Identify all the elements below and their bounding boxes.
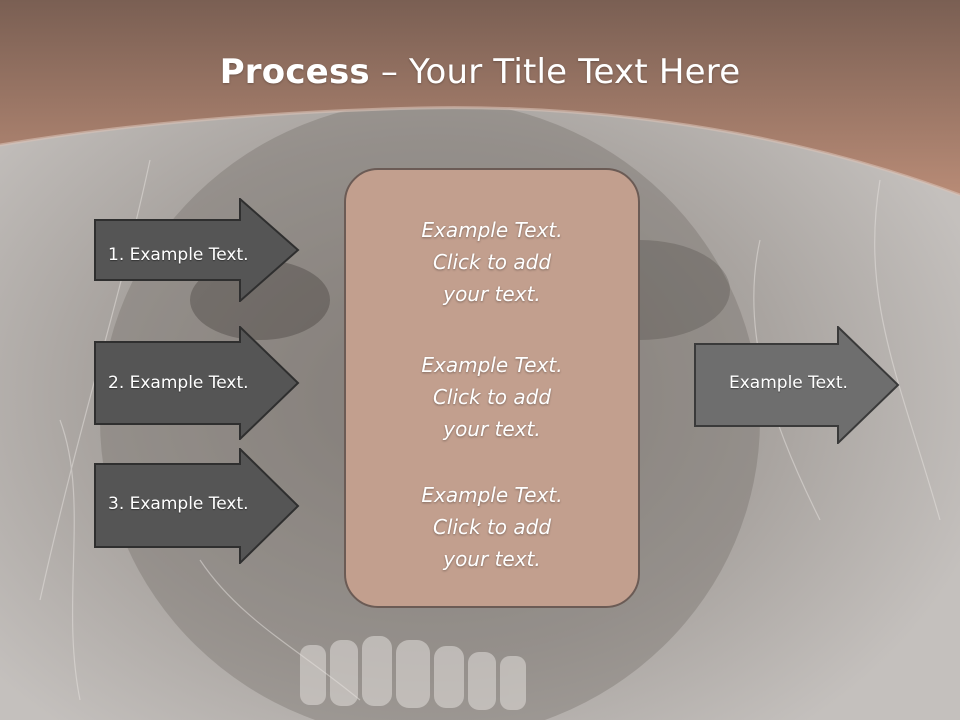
panel-block-1: Example Text. Click to add your text. bbox=[346, 214, 638, 310]
panel-block-2-line2: Click to add bbox=[432, 385, 552, 409]
panel-block-1-line3: your text. bbox=[443, 282, 541, 306]
panel-block-3: Example Text. Click to add your text. bbox=[346, 479, 638, 575]
panel-block-2-line3: your text. bbox=[443, 417, 541, 441]
arrow-label-right: Example Text. bbox=[729, 373, 848, 393]
arrow-shape-3[interactable] bbox=[94, 448, 300, 564]
arrow-shape-right[interactable] bbox=[694, 326, 900, 444]
arrow-shape-2[interactable] bbox=[94, 326, 300, 440]
panel-block-3-line2: Click to add bbox=[432, 515, 552, 539]
panel-block-3-line3: your text. bbox=[443, 547, 541, 571]
title-rest: – Your Title Text Here bbox=[369, 52, 741, 92]
arrow-label-1: 1. Example Text. bbox=[108, 245, 249, 265]
slide-title[interactable]: Process – Your Title Text Here bbox=[0, 52, 960, 92]
panel-block-2-line1: Example Text. bbox=[421, 353, 563, 377]
arrow-label-2: 2. Example Text. bbox=[108, 373, 249, 393]
panel-block-2: Example Text. Click to add your text. bbox=[346, 349, 638, 445]
panel-block-3-line1: Example Text. bbox=[421, 483, 563, 507]
title-bold: Process bbox=[219, 52, 370, 92]
arrow-shape-1[interactable] bbox=[94, 198, 300, 302]
arrow-label-3: 3. Example Text. bbox=[108, 494, 249, 514]
center-text-panel[interactable]: Example Text. Click to add your text. Ex… bbox=[344, 168, 640, 608]
panel-block-1-line1: Example Text. bbox=[421, 218, 563, 242]
panel-block-1-line2: Click to add bbox=[432, 250, 552, 274]
